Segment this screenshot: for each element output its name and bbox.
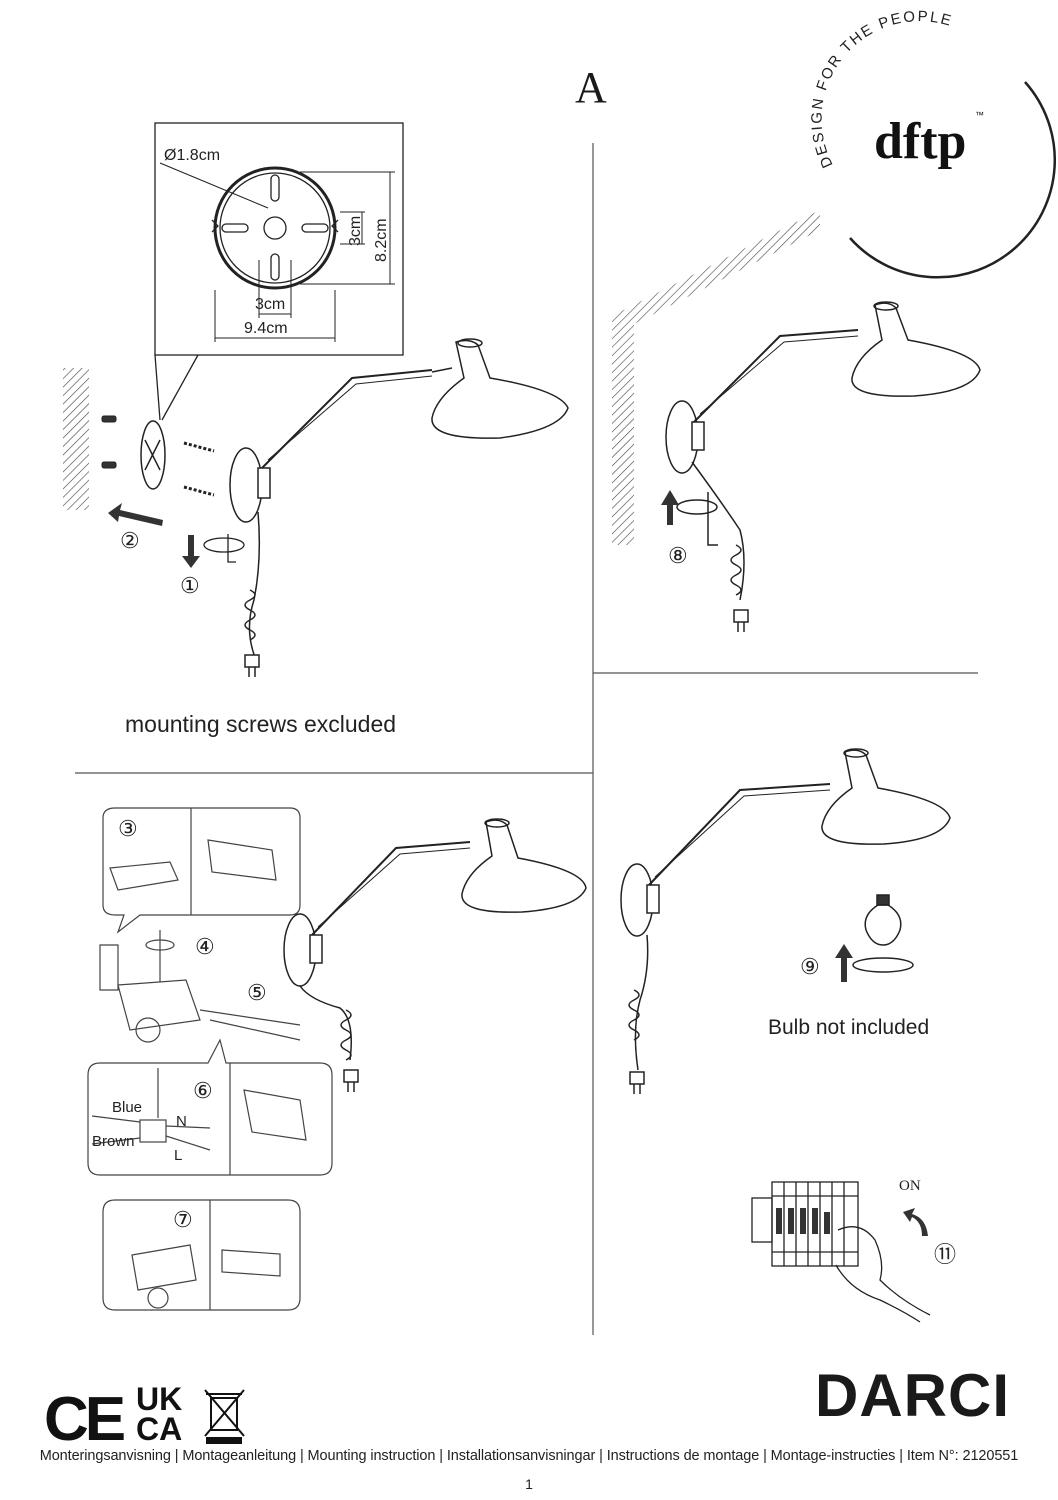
blue-wire-label: Blue [112, 1099, 142, 1116]
live-label: L [174, 1147, 182, 1164]
step-9-label: ⑨ [800, 954, 820, 979]
ukca-mark-top: UK [136, 1381, 182, 1417]
hole-diameter-label: Ø1.8cm [164, 147, 220, 164]
anchors-and-screws [101, 415, 215, 497]
step-4-label: ④ [195, 934, 215, 959]
page-number: 1 [525, 1476, 533, 1492]
step-8-label: ⑧ [668, 543, 688, 568]
ce-mark: CE [44, 1385, 124, 1454]
wall-lamp-1 [229, 338, 569, 677]
arrow-up-icon [661, 490, 679, 525]
arrow-up-icon [835, 944, 853, 982]
weee-crossed-bin-icon [204, 1389, 245, 1444]
plate-height-label: 8.2cm [373, 218, 390, 262]
step-6-label: ⑥ [193, 1078, 213, 1103]
step-1-label: ① [180, 573, 200, 598]
brown-wire-label: Brown [92, 1133, 135, 1150]
certification-marks: CE UK CA [44, 1381, 245, 1454]
wiring-detail-6 [87, 1038, 333, 1176]
neutral-label: N [176, 1113, 187, 1130]
fuse-box-illustration [751, 1181, 931, 1323]
wall-hatch [63, 368, 89, 510]
arrow-left-icon [108, 503, 163, 526]
switch-on-label: ON [899, 1178, 921, 1194]
step-5-label: ⑤ [247, 980, 267, 1005]
panel-dividers [75, 143, 978, 1335]
light-bulb-icon [852, 894, 914, 973]
wall-corner-hatch [612, 210, 820, 545]
product-name: DARCI [815, 1362, 1010, 1429]
slot-vertical-label: 3cm [347, 216, 364, 246]
svg-text:™: ™ [975, 110, 984, 120]
ukca-mark-bottom: CA [136, 1411, 182, 1447]
wiring-detail-3 [102, 807, 301, 934]
screws-caption: mounting screws excluded [125, 711, 397, 737]
allen-key-icon [203, 534, 245, 563]
wiring-detail-5 [99, 930, 301, 1043]
slot-horizontal-label: 3cm [255, 296, 285, 313]
mounting-plate [140, 420, 166, 490]
brand-logo: DESIGN FOR THE PEOPLE dftp ™ [808, 8, 1056, 279]
brand-logo-text: dftp [874, 113, 966, 170]
wiring-detail-7 [102, 1199, 301, 1311]
step-11-label: ⑪ [934, 1242, 956, 1267]
step-2-label: ② [120, 528, 140, 553]
bulb-caption: Bulb not included [768, 1016, 930, 1039]
arrow-down-icon [182, 535, 200, 568]
footer-instruction-line: Monteringsanvisning | Montageanleitung |… [39, 1448, 1019, 1464]
mounting-plate-detail [154, 122, 404, 421]
step-3-label: ③ [118, 816, 138, 841]
step-7-label: ⑦ [173, 1207, 193, 1232]
wall-lamp-4 [620, 748, 951, 1094]
arrow-curved-icon [903, 1208, 928, 1236]
dimension-labels: Ø1.8cm 8.2cm 3cm 3cm 9.4cm [164, 147, 390, 337]
page-letter: A [575, 63, 607, 112]
plate-width-label: 9.4cm [244, 320, 288, 337]
wall-lamp-2 [665, 301, 981, 632]
wall-lamp-3 [283, 818, 587, 1092]
